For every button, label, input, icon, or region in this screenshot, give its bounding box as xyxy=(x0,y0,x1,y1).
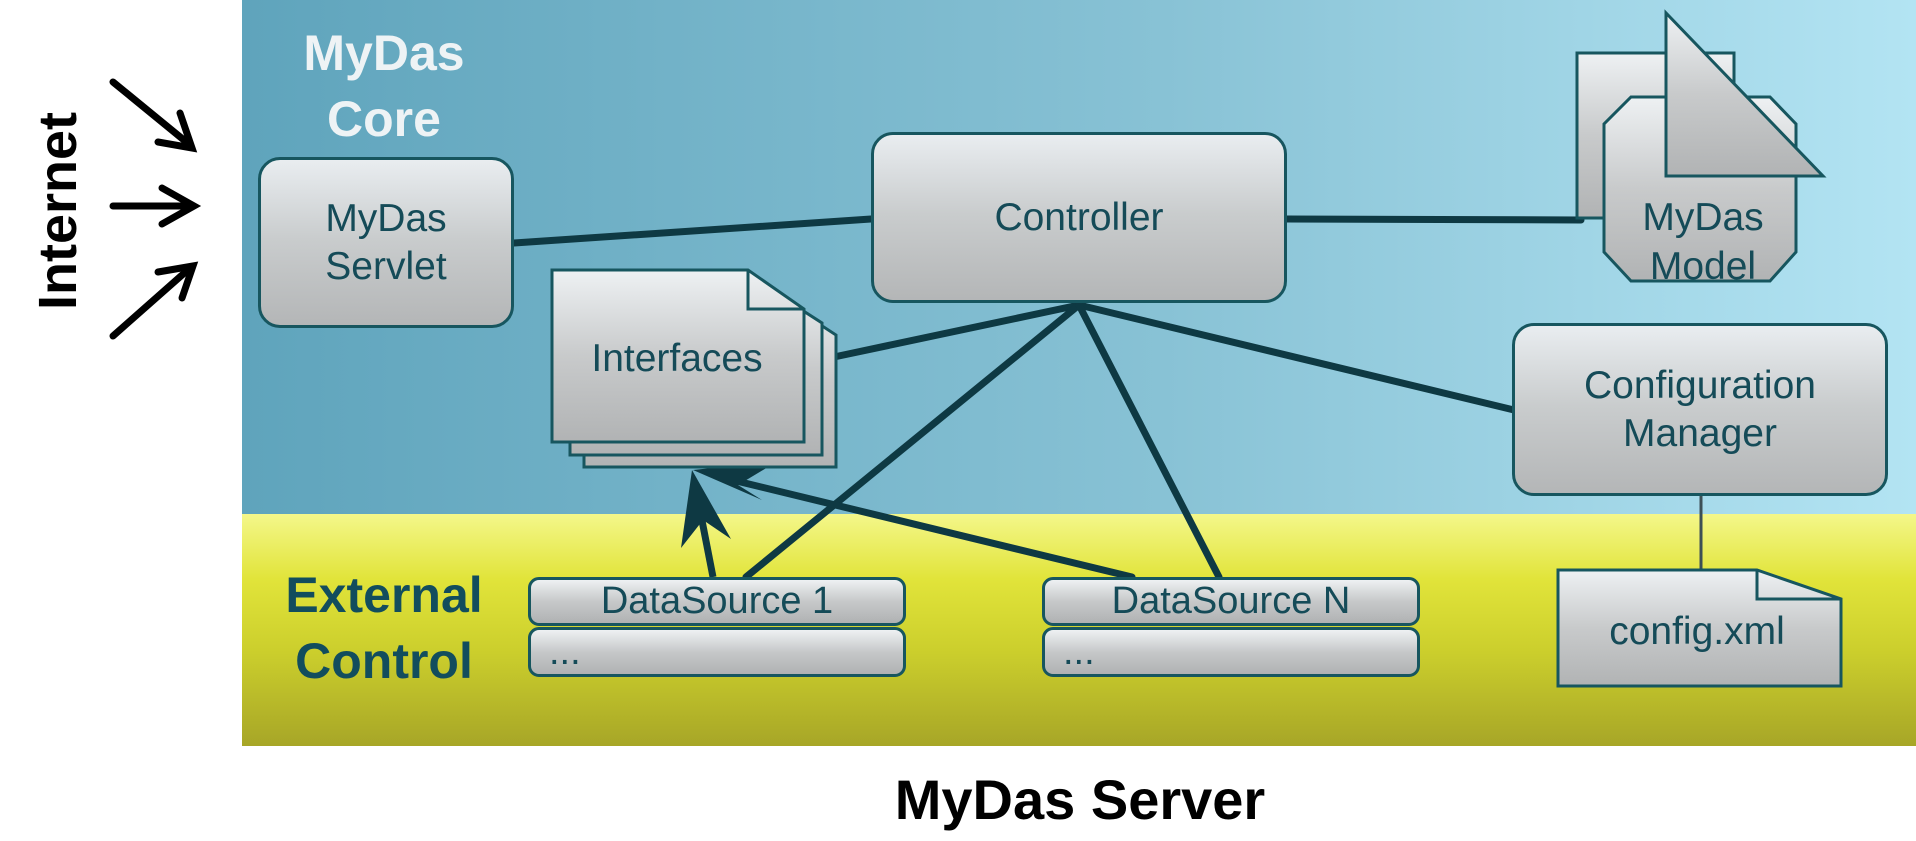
controller-interfaces-link xyxy=(830,301,1083,361)
mydas-model-shapes xyxy=(1575,9,1827,283)
config-xml-document xyxy=(1556,568,1843,688)
model-label-line1: MyDas xyxy=(1642,196,1763,239)
datasource-1-box: DataSource 1 xyxy=(528,577,906,626)
controller-model-link xyxy=(1283,215,1585,224)
controller-datasourceN-link xyxy=(1075,301,1223,581)
config-manager-label-line1: Configuration xyxy=(1584,363,1816,407)
config-xml-label: config.xml xyxy=(1609,610,1785,653)
datasource-1-more-label: ... xyxy=(549,631,581,673)
arrowhead-left-icon xyxy=(693,461,778,500)
server-title: MyDas Server xyxy=(894,768,1266,831)
external-title-line1: External xyxy=(285,567,483,623)
arrowhead-up-icon xyxy=(681,470,731,548)
controller-datasource1-link xyxy=(742,301,1083,581)
external-title-line2: Control xyxy=(295,633,473,689)
model-label-line2: Model xyxy=(1650,245,1756,288)
datasource-1-label: DataSource 1 xyxy=(600,580,834,622)
datasource-n-more-label: ... xyxy=(1063,631,1095,673)
core-region-title: MyDas Core xyxy=(264,20,504,152)
internet-arrows xyxy=(109,78,202,340)
arrow-down-right-icon xyxy=(109,78,198,153)
datasourceN-interfaces-link xyxy=(716,473,1136,581)
config-manager-label-line2: Manager xyxy=(1623,411,1777,455)
datasource-n-label: DataSource N xyxy=(1111,580,1351,622)
interfaces-label: Interfaces xyxy=(591,337,762,380)
controller-config-manager-link xyxy=(1075,301,1518,414)
controller-label: Controller xyxy=(994,195,1164,239)
arrow-right-icon xyxy=(109,184,202,228)
arrow-up-right-icon xyxy=(109,261,199,340)
mydas-servlet-box: MyDas Servlet xyxy=(258,157,514,328)
controller-box: Controller xyxy=(871,132,1287,303)
servlet-label-line1: MyDas xyxy=(325,196,447,240)
configuration-manager-box: Configuration Manager xyxy=(1512,323,1888,496)
interfaces-document-stack xyxy=(550,268,838,469)
external-region-title: External Control xyxy=(264,562,504,694)
servlet-label-line2: Servlet xyxy=(325,244,447,288)
internet-label: Internet xyxy=(28,111,88,311)
datasource-n-more-box: ... xyxy=(1042,627,1420,677)
implements-arrows xyxy=(681,461,778,578)
core-title-line2: Core xyxy=(327,91,441,147)
core-title-line1: MyDas xyxy=(303,25,465,81)
datasource-n-box: DataSource N xyxy=(1042,577,1420,626)
servlet-controller-link xyxy=(510,215,875,247)
datasource-1-more-box: ... xyxy=(528,627,906,677)
